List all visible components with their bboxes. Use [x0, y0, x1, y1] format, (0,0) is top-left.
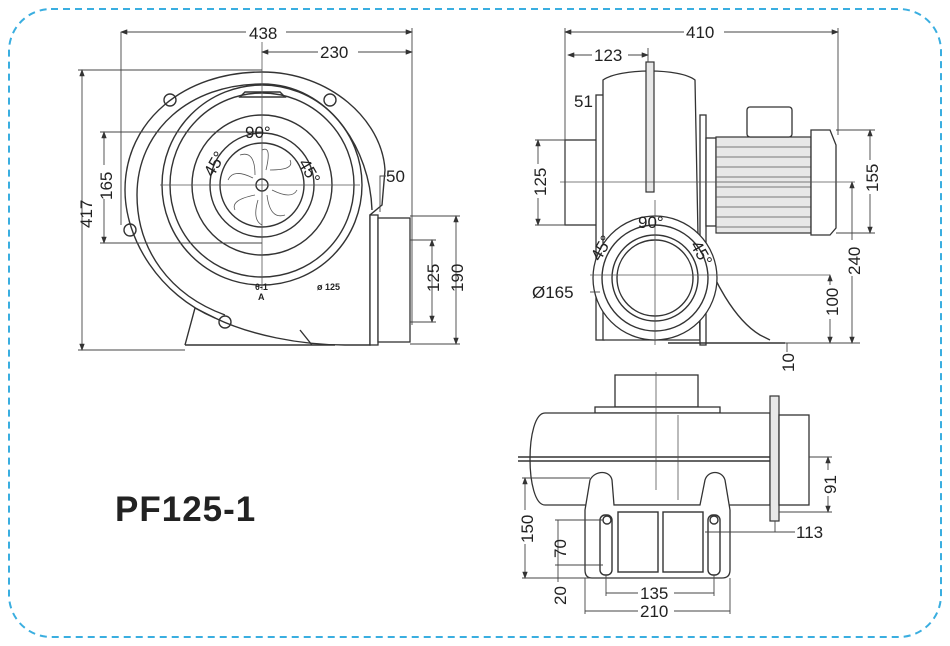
- dim-width-438: 438: [249, 24, 277, 43]
- dim-bolt-165: 165: [97, 172, 116, 200]
- dim-outlet-125: 125: [424, 264, 443, 292]
- model-name: PF125-1: [115, 490, 257, 529]
- front-view: ø 125 θ-1 A 438 230 417 165 50 125 190 9…: [77, 22, 467, 351]
- dim-slot-20: 20: [551, 586, 570, 605]
- dim-offset-51: 51: [574, 92, 593, 111]
- dim-motor-155: 155: [863, 164, 882, 192]
- section-label: θ-1: [255, 282, 268, 292]
- dim-width-230: 230: [320, 43, 348, 62]
- dim-height-417: 417: [77, 200, 96, 228]
- dim-height-100: 100: [823, 288, 842, 316]
- side-view: 90° 45° 45° 410 123 51 125 155 240 100 Ø…: [530, 22, 882, 372]
- dim-height-150: 150: [518, 515, 537, 543]
- dim-offset-123: 123: [594, 46, 622, 65]
- angle-90-label: 90°: [638, 213, 664, 232]
- angle-90-label: 90°: [245, 123, 271, 142]
- angle-45-left-label: 45°: [200, 148, 229, 180]
- dim-flange-50: 50: [386, 167, 405, 186]
- dashed-frame-border: [8, 8, 942, 638]
- bottom-view: 150 70 20 91 113 135 210: [516, 372, 840, 621]
- dim-slot-70: 70: [551, 539, 570, 558]
- dim-offset-91: 91: [821, 475, 840, 494]
- angle-45-right-label: 45°: [295, 156, 324, 188]
- dim-span-135: 135: [640, 584, 668, 603]
- dim-flange-diameter: Ø165: [532, 283, 574, 302]
- dim-width-210: 210: [640, 602, 668, 621]
- dim-outlet-190: 190: [448, 264, 467, 292]
- dim-inlet-125: 125: [531, 168, 550, 196]
- dim-offset-113: 113: [796, 523, 823, 542]
- dim-base-10: 10: [779, 353, 798, 372]
- dim-length-410: 410: [686, 23, 714, 42]
- dim-axis-240: 240: [845, 247, 864, 275]
- outlet-diameter-label: ø 125: [317, 282, 340, 292]
- section-label-a: A: [258, 292, 265, 302]
